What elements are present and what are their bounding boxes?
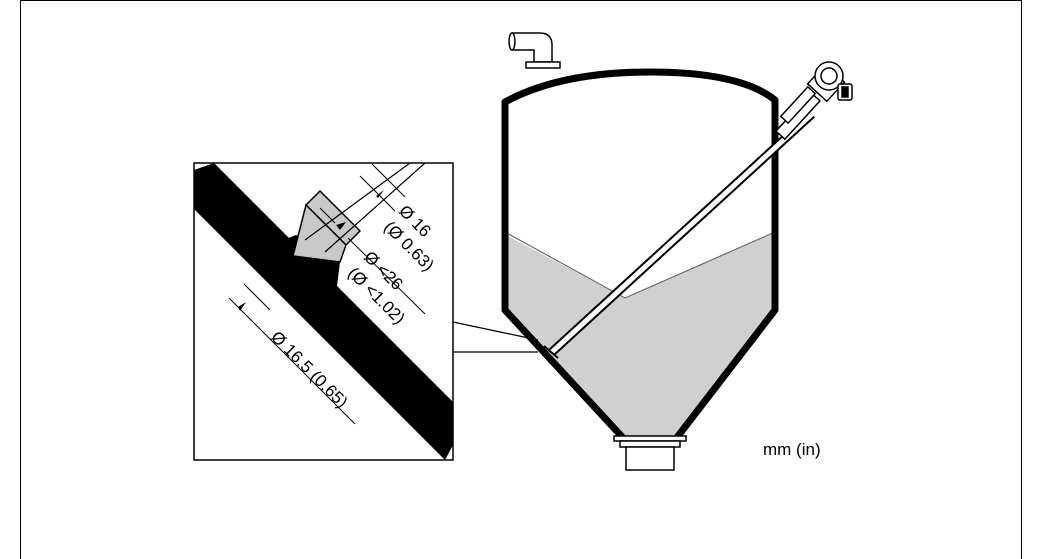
detail-view: Ø 16 (Ø 0.63) Ø <26 (Ø <1.02) Ø 16.5 (0.… [193,162,454,461]
inlet-pipe [508,32,561,69]
detail-leader [452,321,539,353]
silo-wall [501,68,779,444]
figure-frame [20,0,1022,559]
units-label: mm (in) [763,440,821,459]
probe-rod [543,110,816,359]
bulk-product [504,231,776,440]
outlet-pipe [613,435,687,471]
probe-housing [774,61,853,141]
